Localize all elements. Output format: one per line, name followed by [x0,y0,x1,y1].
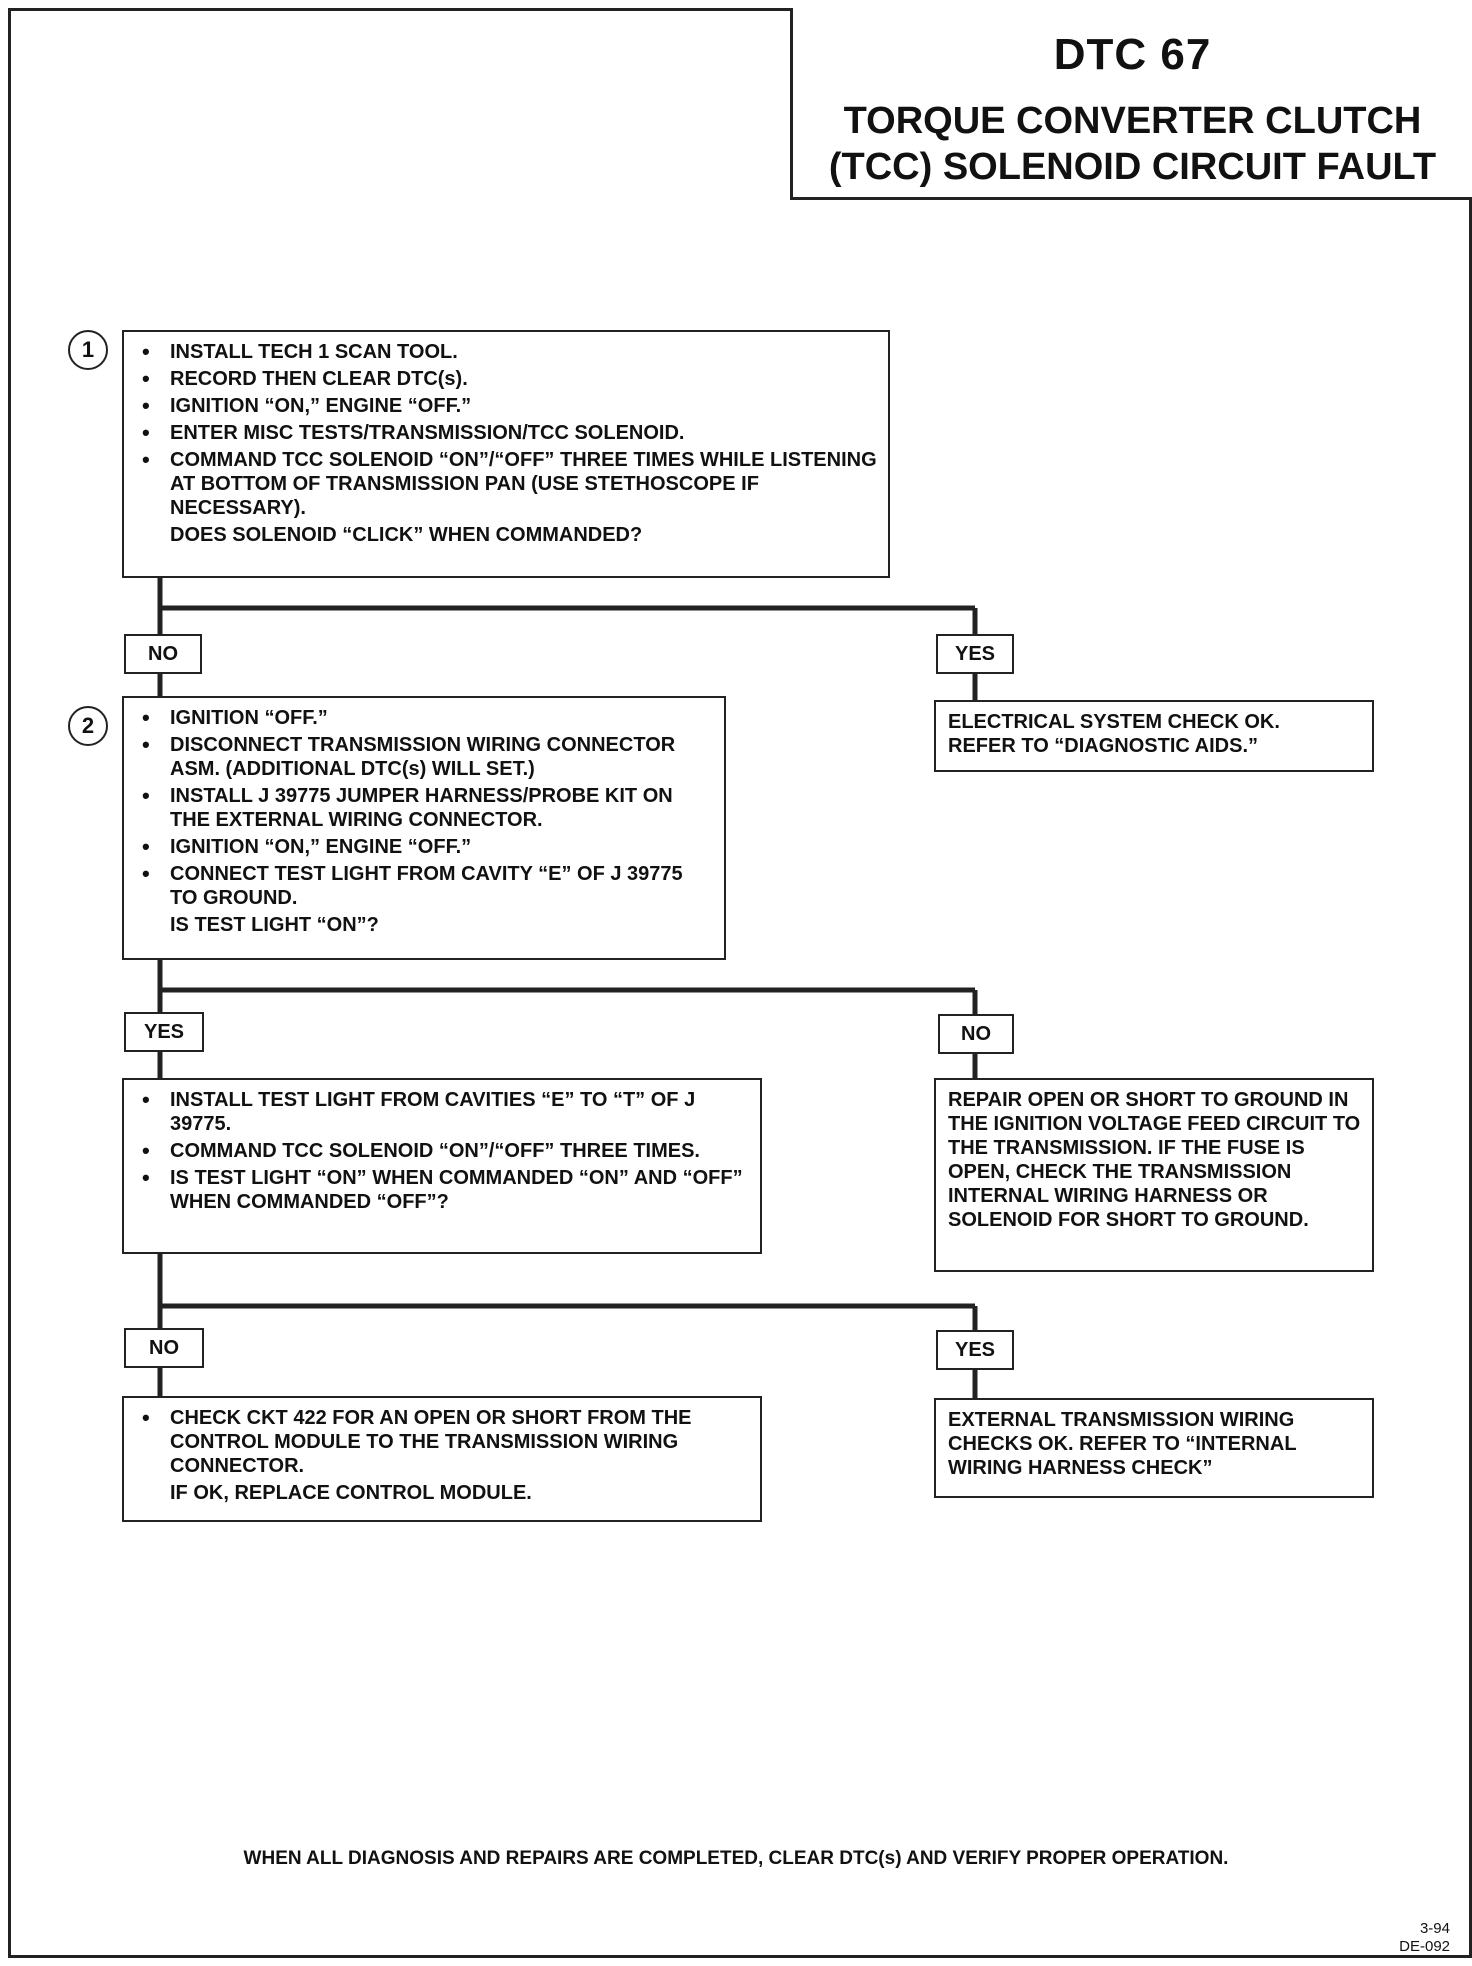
step-1-box: INSTALL TECH 1 SCAN TOOL. RECORD THEN CL… [122,330,890,578]
step-3-box: INSTALL TEST LIGHT FROM CAVITIES “E” TO … [122,1078,762,1254]
step-3-item: IS TEST LIGHT “ON” WHEN COMMANDED “ON” A… [136,1166,750,1214]
step-2-box: IGNITION “OFF.” DISCONNECT TRANSMISSION … [122,696,726,960]
step-3-item: INSTALL TEST LIGHT FROM CAVITIES “E” TO … [136,1088,750,1136]
step-2-question: IS TEST LIGHT “ON”? [170,914,379,936]
branch-2-no-label: NO [938,1014,1014,1054]
result-line: REFER TO “DIAGNOSTIC AIDS.” [948,735,1259,757]
footer-instruction: WHEN ALL DIAGNOSIS AND REPAIRS ARE COMPL… [243,1848,1229,1869]
step-2-number: 2 [68,706,108,746]
branch-1-yes-label: YES [936,634,1014,674]
branch-3-no-label: NO [124,1328,204,1368]
step-2-no-result-box: REPAIR OPEN OR SHORT TO GROUND IN THE IG… [934,1078,1374,1272]
title-line-2: (TCC) SOLENOID CIRCUIT FAULT [828,146,1437,188]
step-1-yes-result-box: ELECTRICAL SYSTEM CHECK OK. REFER TO “DI… [934,700,1374,772]
title-box: DTC 67 TORQUE CONVERTER CLUTCH (TCC) SOL… [790,8,1472,200]
figure-code: 3-94 DE-092 [1399,1920,1450,1956]
step-1-item: RECORD THEN CLEAR DTC(s). [136,367,878,391]
step-2-item: IGNITION “ON,” ENGINE “OFF.” [136,835,714,859]
step-3-yes-result-box: EXTERNAL TRANSMISSION WIRING CHECKS OK. … [934,1398,1374,1498]
figure-code-line-2: DE-092 [1399,1938,1450,1955]
figure-code-line-1: 3-94 [1419,1920,1450,1937]
step-3-no-result-box: CHECK CKT 422 FOR AN OPEN OR SHORT FROM … [122,1396,762,1522]
step-2-item: DISCONNECT TRANSMISSION WIRING CONNECTOR… [136,733,714,781]
step-1-item: INSTALL TECH 1 SCAN TOOL. [136,340,878,364]
step-1-item: COMMAND TCC SOLENOID “ON”/“OFF” THREE TI… [136,448,878,520]
result-line: ELECTRICAL SYSTEM CHECK OK. [948,711,1280,733]
step-3-no-question: IF OK, REPLACE CONTROL MODULE. [170,1482,532,1504]
branch-2-yes-label: YES [124,1012,204,1052]
step-1-number: 1 [68,330,108,370]
step-2-item: INSTALL J 39775 JUMPER HARNESS/PROBE KIT… [136,784,714,832]
step-3-item: COMMAND TCC SOLENOID “ON”/“OFF” THREE TI… [136,1139,750,1163]
step-1-item: ENTER MISC TESTS/TRANSMISSION/TCC SOLENO… [136,421,878,445]
step-2-item: CONNECT TEST LIGHT FROM CAVITY “E” OF J … [136,862,714,910]
step-3-no-item: CHECK CKT 422 FOR AN OPEN OR SHORT FROM … [136,1406,750,1478]
result-text: EXTERNAL TRANSMISSION WIRING CHECKS OK. … [948,1409,1297,1479]
branch-1-no-label: NO [124,634,202,674]
step-1-question: DOES SOLENOID “CLICK” WHEN COMMANDED? [170,524,643,546]
dtc-code: DTC 67 [1053,30,1212,79]
title-line-1: TORQUE CONVERTER CLUTCH [843,100,1422,142]
result-text: REPAIR OPEN OR SHORT TO GROUND IN THE IG… [948,1089,1361,1231]
step-2-item: IGNITION “OFF.” [136,706,714,730]
step-1-item: IGNITION “ON,” ENGINE “OFF.” [136,394,878,418]
branch-3-yes-label: YES [936,1330,1014,1370]
page-frame [8,8,1472,1958]
